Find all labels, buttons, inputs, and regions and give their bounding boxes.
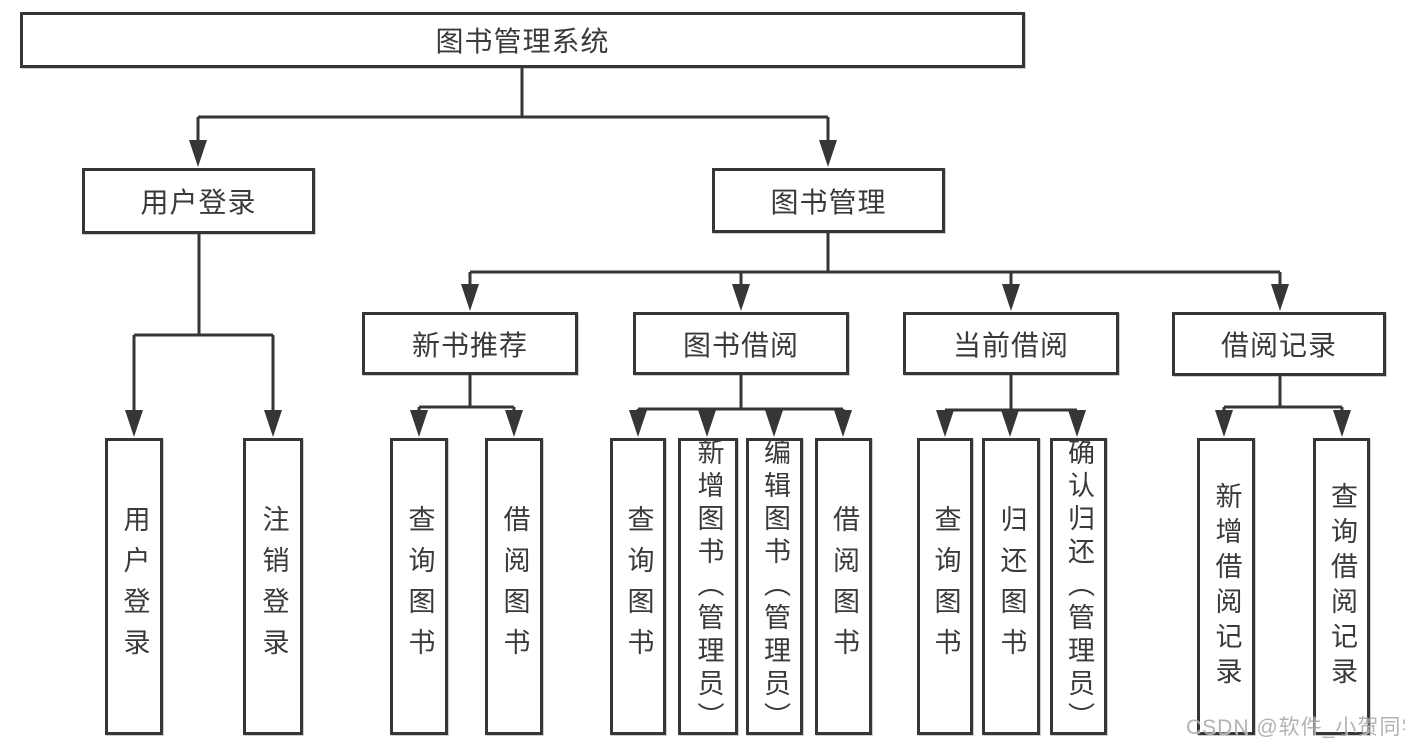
node-book-management: 图书管理 <box>712 168 945 233</box>
node-book-borrowing: 图书借阅 <box>633 312 849 375</box>
leaf-logout: 注销登录 <box>243 438 303 735</box>
leaf-query-books-borrow: 查询图书 <box>610 438 666 735</box>
node-book-management-label: 图书管理 <box>770 186 887 218</box>
node-current-borrowing: 当前借阅 <box>903 312 1119 375</box>
leaf-borrow-books: 借阅图书 <box>815 438 872 735</box>
leaf-edit-books-admin: 编辑图书（管理员） <box>746 438 803 735</box>
node-root-label: 图书管理系统 <box>435 26 610 57</box>
leaf-user-login: 用户登录 <box>105 438 163 735</box>
node-new-book-recommend: 新书推荐 <box>362 312 578 375</box>
leaf-query-borrow-record: 查询借阅记录 <box>1313 438 1370 735</box>
node-user-login-label: 用户登录 <box>140 187 257 218</box>
csdn-watermark: CSDN @软件_小贺同学 <box>1186 716 1405 739</box>
arrowheads <box>125 140 1351 437</box>
leaf-return-books: 归还图书 <box>982 438 1040 735</box>
leaf-confirm-return-admin: 确认归还（管理员） <box>1050 438 1107 735</box>
node-root-system: 图书管理系统 <box>20 12 1025 68</box>
node-borrow-records: 借阅记录 <box>1172 312 1386 376</box>
node-user-login: 用户登录 <box>82 168 315 234</box>
leaf-add-books-admin: 新增图书（管理员） <box>678 438 738 735</box>
leaf-query-books-recommend: 查询图书 <box>390 438 448 735</box>
leaf-borrow-books-recommend: 借阅图书 <box>485 438 543 735</box>
leaf-query-books-current: 查询图书 <box>917 438 973 735</box>
leaf-add-borrow-record: 新增借阅记录 <box>1197 438 1255 735</box>
